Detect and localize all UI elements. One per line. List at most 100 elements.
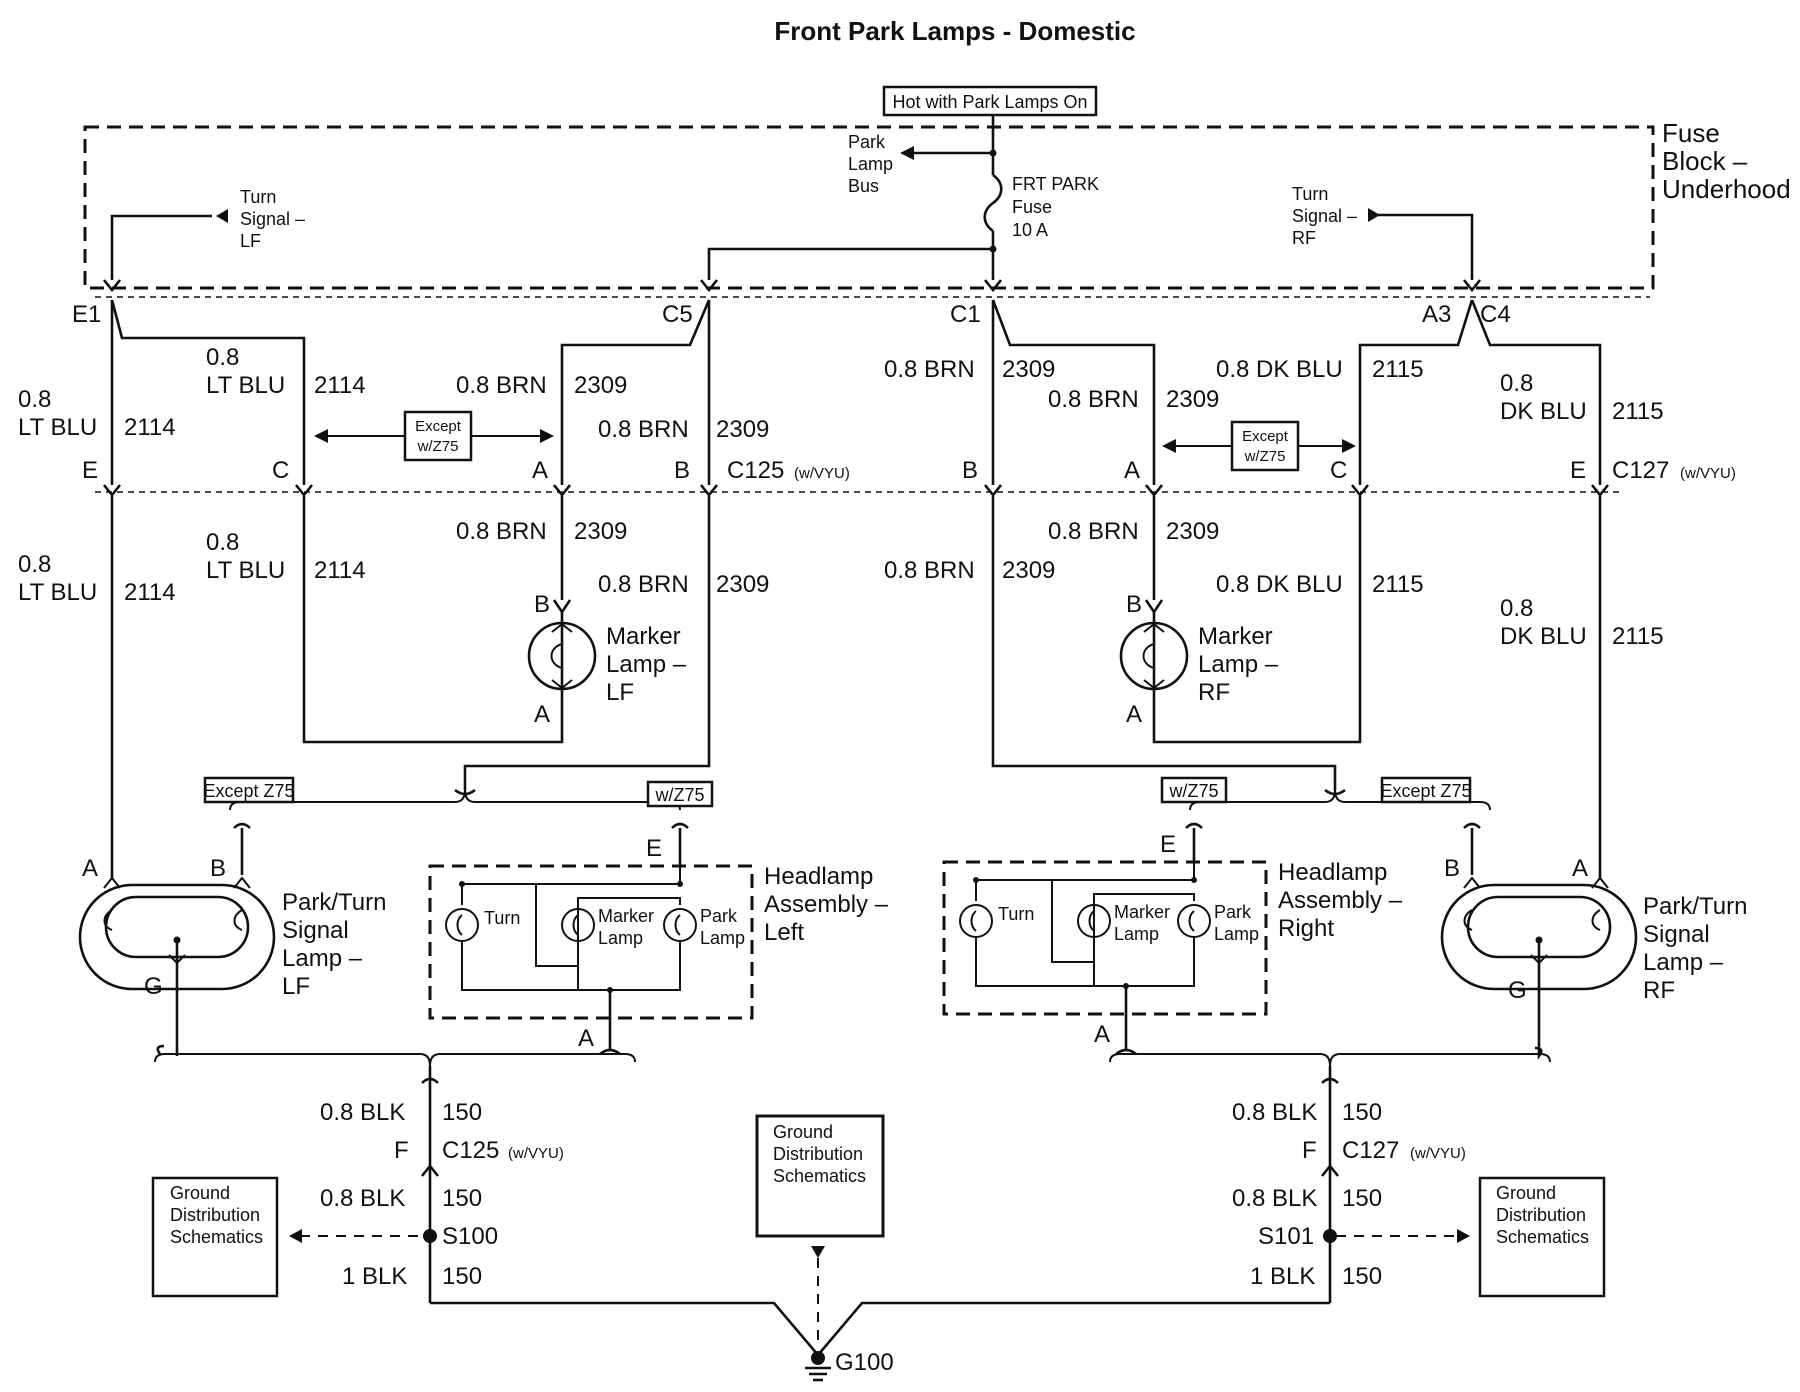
hl-left-marker-label-1: Marker: [598, 906, 654, 926]
left-upper-wiring: 0.8 LT BLU 2114 0.8 LT BLU 2114 0.8 BRN …: [18, 299, 769, 485]
headlamp-left-name-1: Headlamp: [764, 863, 873, 890]
turn-rf-feed-wire: [1378, 213, 1474, 280]
except-wz75-right-box: [1230, 420, 1300, 472]
ground-ref-right-3: Schematics: [1496, 1227, 1589, 1247]
wire-2309-right-inner: [991, 299, 1156, 485]
wire-2115-right-inner: [1358, 299, 1474, 485]
park-bus-label-2: Lamp: [848, 154, 893, 174]
gl-wire1-circuit: 150: [442, 1099, 482, 1126]
hot-label: Hot with Park Lamps On: [892, 92, 1087, 112]
parkturn-lf-name-2: Signal: [282, 917, 349, 944]
rf-lower2-circuit: 2309: [1166, 518, 1219, 545]
s100-ref-arrow-icon: [289, 1229, 302, 1243]
marker-lamp-rf: [1119, 612, 1189, 700]
hl-left-park-bulb-icon: [663, 908, 697, 942]
park-turn-lamp-lf: [78, 876, 276, 1050]
lf-wire1-color: LT BLU: [18, 414, 97, 441]
hl-left-dot-1: [459, 881, 465, 887]
ground-bus-left: [154, 1044, 636, 1303]
except-right-arrow-l-icon: [1162, 439, 1176, 453]
ground-ref-left-rect: [151, 1176, 279, 1298]
except-z75-left-box: [203, 776, 295, 804]
ground-left-brace: [154, 1053, 636, 1067]
lf-wire3-label: 0.8 BRN: [456, 372, 547, 399]
parkturn-lf-coils-icon: [103, 909, 243, 931]
headlamp-assembly-left: Turn Marker Lamp Park Lamp: [428, 864, 754, 1050]
marker-rf-arrow-bot-icon: [1143, 679, 1165, 690]
gr-wire2-label: 0.8 BLK: [1232, 1185, 1317, 1212]
headlamp-left-pin-e: E: [646, 835, 662, 862]
c127-name: C127: [1612, 457, 1669, 484]
turn-lf-label-2: Signal –: [240, 209, 305, 229]
except-right-line2: w/Z75: [1244, 448, 1286, 465]
ground-schematics-box-right[interactable]: Ground Distribution Schematics: [1478, 1176, 1606, 1298]
pin-mid-7-icon: [1350, 484, 1370, 498]
right-lower-wiring: 0.8 BRN 2309 0.8 BRN 2309 0.8 DK BLU 211…: [884, 496, 1664, 878]
ground-right-brace: [1109, 1053, 1551, 1067]
ground-ref-left-2: Distribution: [170, 1205, 260, 1225]
marker-rf-name-2: Lamp –: [1198, 651, 1279, 678]
rf-wire3-label: 0.8 DK BLU: [1216, 356, 1343, 383]
park-bus-arrow-icon: [900, 146, 914, 160]
pin-mid-5-icon: [983, 484, 1003, 498]
gl-wire2-circuit: 150: [442, 1185, 482, 1212]
lf-wire4-circuit: 2309: [716, 416, 769, 443]
hl-left-top-bus: [461, 866, 681, 905]
ground-schematics-box-left[interactable]: Ground Distribution Schematics: [151, 1176, 279, 1298]
ground-left-hook-2-icon: [599, 1048, 621, 1056]
parkturn-rf-pin-a: A: [1572, 855, 1588, 882]
option-branches-right: w/Z75 Except Z75 E: [1160, 776, 1491, 875]
conn-c5: C5: [662, 301, 693, 328]
headlamp-left-name-3: Left: [764, 919, 804, 946]
c127-pin-b: B: [962, 457, 978, 484]
marker-lf-pin-b: B: [534, 591, 550, 618]
parkturn-lf-name-1: Park/Turn: [282, 889, 386, 916]
fuse-block-name-1: Fuse: [1662, 118, 1720, 148]
parkturn-rf-name-2: Signal: [1643, 921, 1710, 948]
rf-wire1-label: 0.8 BRN: [884, 356, 975, 383]
headlamp-left-pin-a: A: [578, 1025, 594, 1052]
pin-e1-icon: [102, 279, 122, 293]
lf-lower2-circuit: 2114: [314, 557, 366, 584]
lf-wire3-circuit: 2309: [574, 372, 627, 399]
headlamp-left-outline: [428, 864, 754, 1020]
hl-left-ground-bus: [461, 941, 681, 991]
hl-right-turn-route: [1051, 880, 1095, 963]
marker-lf-name-2: Lamp –: [606, 651, 687, 678]
parkturn-lf-name-4: LF: [282, 973, 310, 1000]
conn-c4: C4: [1480, 301, 1511, 328]
wire-2309-left-inner: [560, 299, 711, 485]
except-left-line1: Except: [415, 418, 462, 435]
rf-lower4-circuit: 2115: [1612, 623, 1664, 650]
hl-left-marker-label-2: Lamp: [598, 928, 643, 948]
g100-ref-arrow-icon: [811, 1246, 825, 1258]
rf-lower4-gauge: 0.8: [1500, 595, 1533, 622]
turn-lf-feed-wire: [110, 214, 212, 280]
parkturn-rf-name-1: Park/Turn: [1643, 893, 1747, 920]
ground-schematics-box-center[interactable]: Ground Distribution Schematics: [755, 1114, 885, 1238]
c125-vyu: (w/VYU): [794, 465, 850, 482]
lf-wire2-color: LT BLU: [206, 372, 285, 399]
headlamp-right-pin-e: E: [1160, 831, 1176, 858]
gr-wire3-circuit: 150: [1342, 1263, 1382, 1290]
fuse-to-c5-wire: [707, 247, 993, 280]
left-lower-wiring: 0.8 LT BLU 2114 0.8 LT BLU 2114 0.8 BRN …: [18, 496, 769, 878]
lf-lower1-circuit: 2114: [124, 579, 176, 606]
c125-pin-e: E: [82, 457, 98, 484]
marker-lf-coil-icon: [550, 643, 563, 669]
rf-lower3-circuit: 2115: [1372, 571, 1424, 598]
rf-lower3-label: 0.8 DK BLU: [1216, 571, 1343, 598]
gl-wire3-label: 1 BLK: [342, 1263, 407, 1290]
fuse-block-name-2: Block –: [1662, 146, 1748, 176]
rf-wire3-circuit: 2115: [1372, 356, 1424, 383]
hl-left-marker-bus: [577, 897, 681, 905]
headlamp-right-name-2: Assembly –: [1278, 887, 1403, 914]
s100-label: S100: [442, 1223, 498, 1250]
marker-lf-pin-a: A: [534, 701, 550, 728]
s101-label: S101: [1258, 1223, 1314, 1250]
g100-ground: [430, 1246, 1330, 1382]
rf-wire2-label: 0.8 BRN: [1048, 386, 1139, 413]
s101-ref-arrow-icon: [1457, 1229, 1470, 1243]
option-branches-left: Except Z75 w/Z75 E: [203, 776, 714, 875]
